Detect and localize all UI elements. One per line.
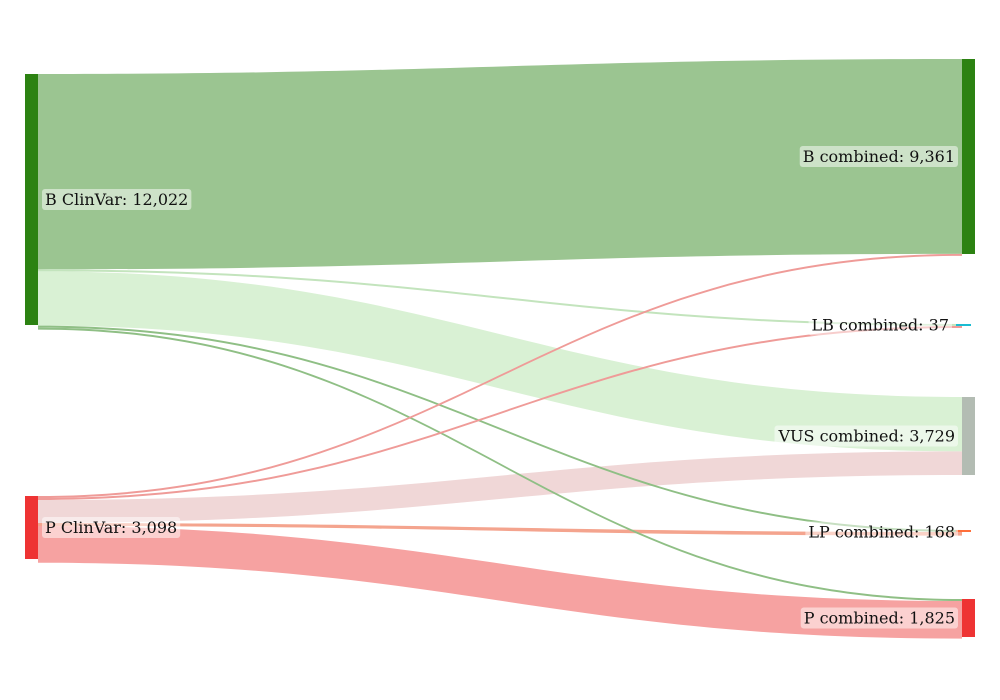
label-p-clinvar: P ClinVar: 3,098 [45, 518, 177, 537]
node-lp-comb [956, 530, 971, 532]
label-vus-comb: VUS combined: 3,729 [777, 427, 955, 446]
link-b_clinvar-to-b_comb [38, 59, 962, 270]
node-vus-comb [962, 397, 975, 475]
label-b-clinvar: B ClinVar: 12,022 [45, 190, 188, 209]
label-b-comb: B combined: 9,361 [803, 147, 955, 166]
links-layer [38, 59, 962, 639]
link-b_clinvar-to-vus_comb [38, 271, 962, 452]
node-b-clinvar [25, 74, 38, 325]
link-p_clinvar-to-vus_comb [38, 451, 962, 523]
label-background [774, 425, 958, 447]
labels-layer: B ClinVar: 12,022 P ClinVar: 3,098 B combi… [42, 146, 958, 629]
link-b_clinvar-to-lp_comb [38, 325, 962, 532]
label-background [808, 314, 952, 336]
link-b_clinvar-to-lb_comb [38, 269, 962, 326]
label-lb-comb: LB combined: 37 [812, 316, 949, 335]
label-p-comb: P combined: 1,825 [804, 609, 955, 628]
node-b-comb [962, 59, 975, 254]
node-p-clinvar [25, 496, 38, 559]
label-lp-comb: LP combined: 168 [808, 523, 955, 542]
nodes-layer [25, 59, 975, 637]
link-p_clinvar-to-b_comb [38, 253, 962, 498]
link-p_clinvar-to-lp_comb [38, 522, 962, 536]
link-p_clinvar-to-p_comb [38, 526, 962, 639]
link-b_clinvar-to-p_comb [38, 327, 962, 601]
node-lb-comb [956, 324, 971, 326]
node-p-comb [962, 599, 975, 637]
label-background [800, 607, 958, 629]
label-background [805, 521, 958, 543]
label-background [799, 146, 958, 167]
label-background [42, 189, 192, 210]
label-background [42, 517, 181, 538]
link-p_clinvar-to-lb_comb [38, 326, 962, 500]
